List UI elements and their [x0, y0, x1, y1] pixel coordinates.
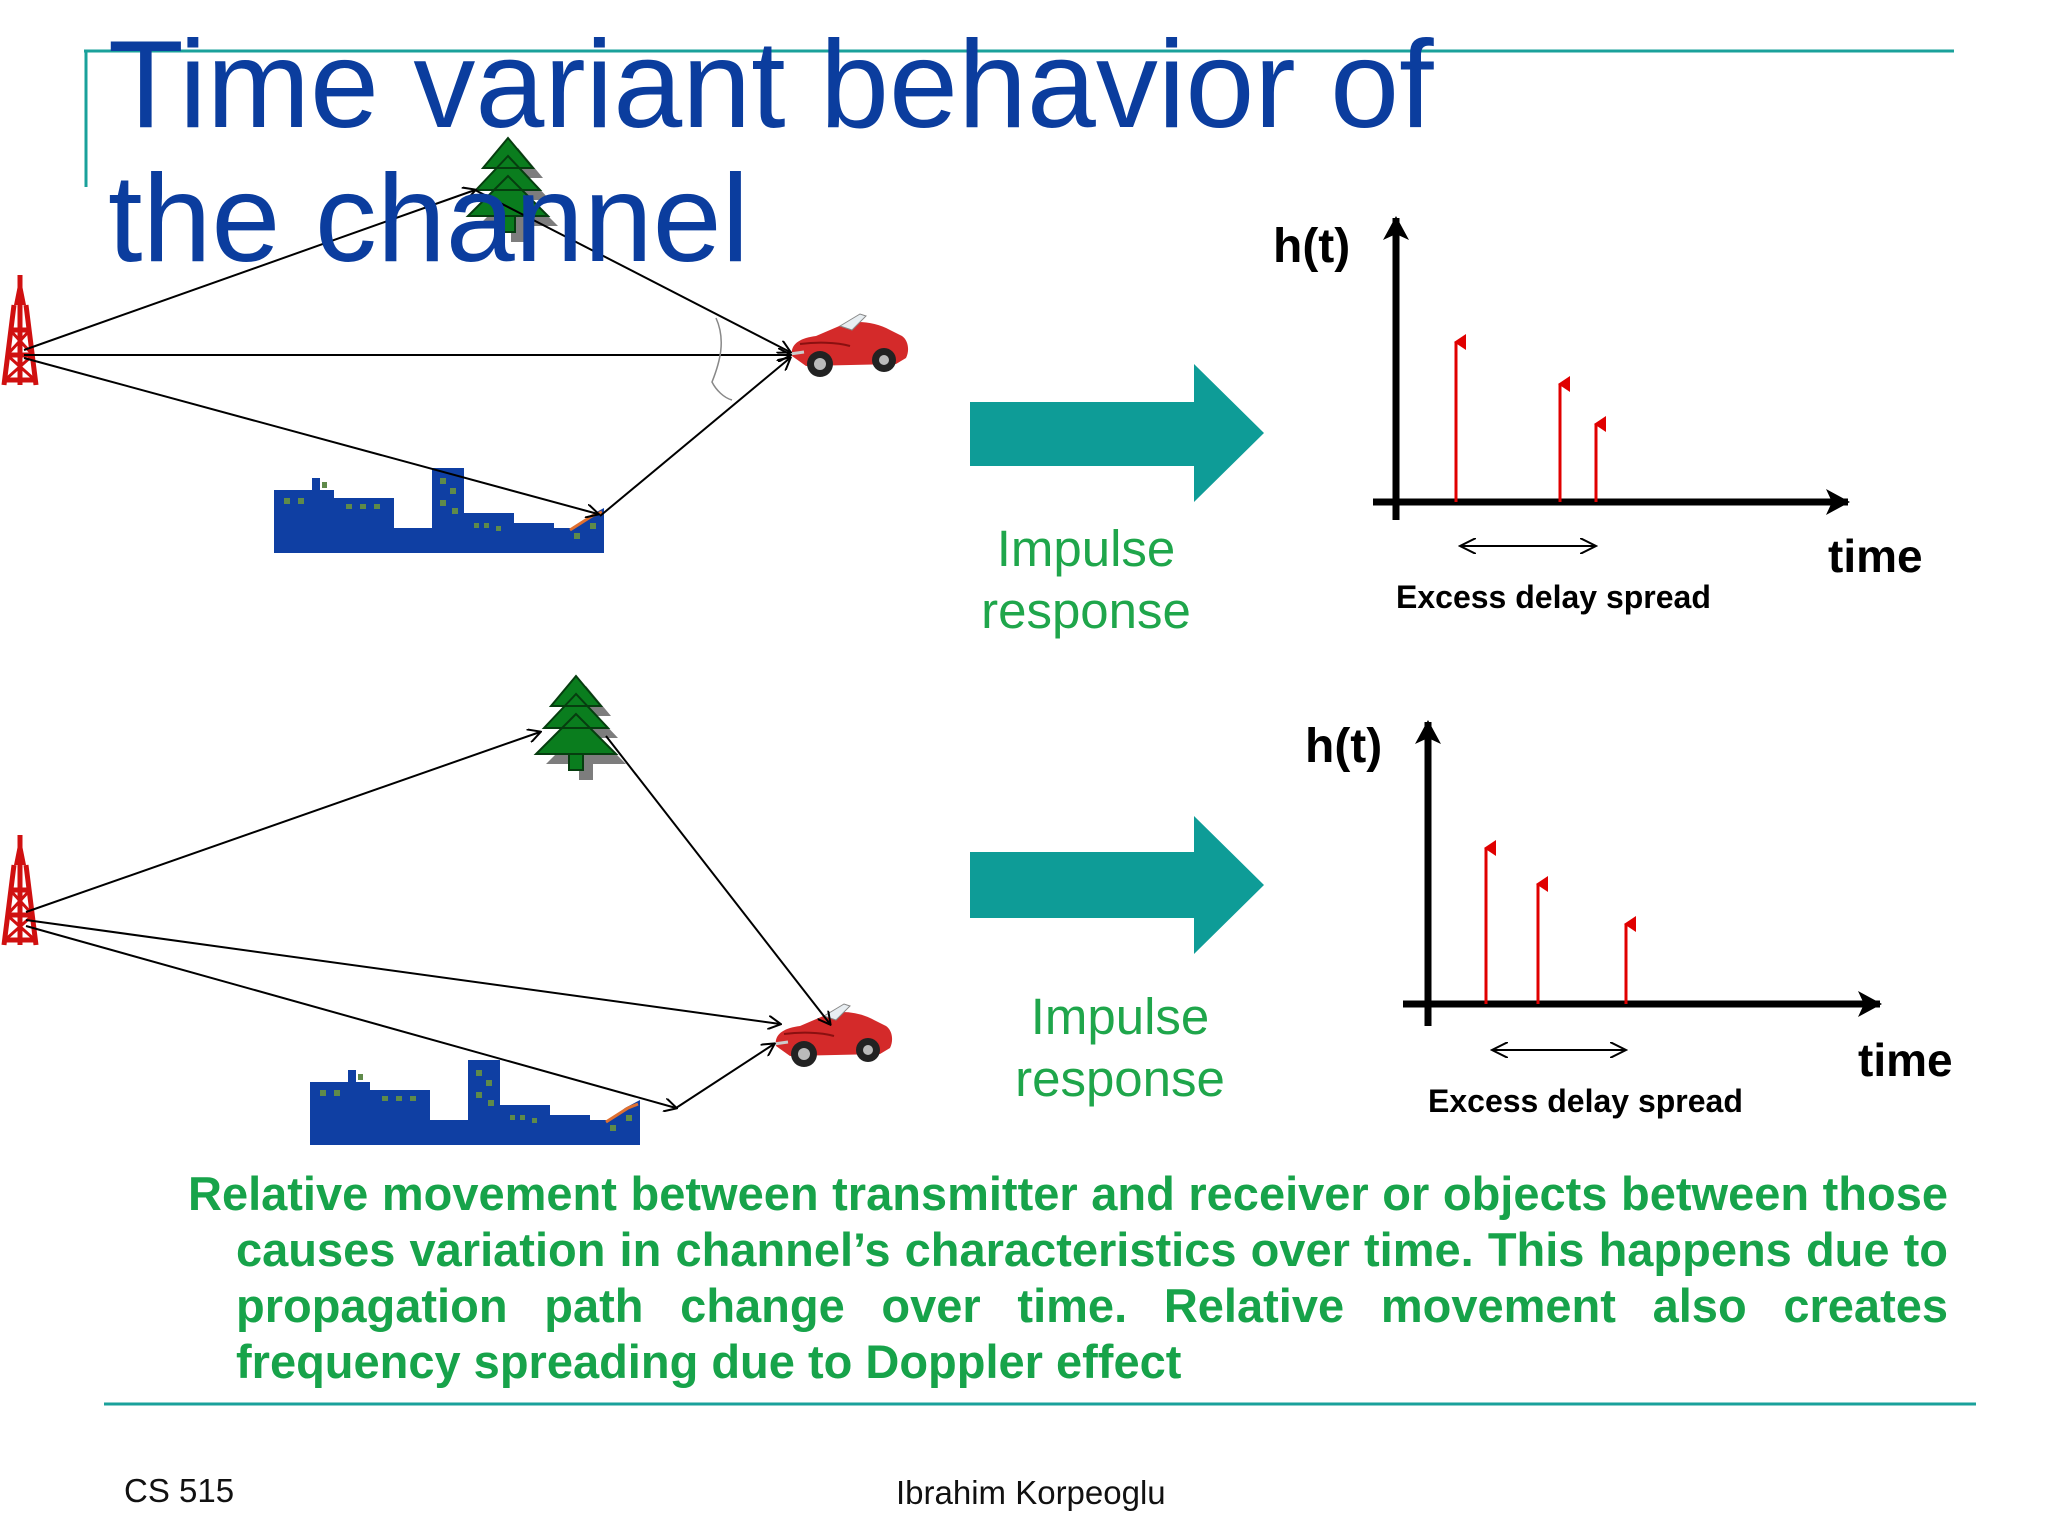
bottom-impulse-plot: h(t) time Excess delay spread [1305, 720, 1953, 1119]
slide-title: Time variant behavior of the channel [108, 16, 1434, 288]
delay-spread-label: Excess delay spread [1396, 579, 1711, 615]
impulse-label-line: response [1015, 1050, 1225, 1107]
plot-xlabel: time [1828, 530, 1923, 582]
plot-ylabel: h(t) [1273, 220, 1350, 273]
footer-course: CS 515 [124, 1472, 235, 1509]
impulse-label-line: response [981, 582, 1191, 639]
path-line [599, 358, 790, 517]
path-line [23, 357, 598, 514]
path-line [605, 735, 830, 1024]
path-line [25, 925, 676, 1108]
top-scenario-diagram [4, 137, 910, 555]
car-icon [772, 1002, 894, 1069]
path-line [25, 732, 540, 913]
top-impulse-plot: h(t) time Excess delay spread [1273, 216, 1923, 615]
arrow-right-icon [970, 364, 1264, 502]
tree-icon [535, 675, 627, 781]
impulse-label-line: Impulse [1030, 988, 1210, 1045]
building-skyline-icon [272, 466, 606, 555]
angle-arc [711, 317, 733, 401]
building-skyline-icon [308, 1058, 642, 1147]
transmitter-tower-icon [4, 835, 36, 945]
impulse-label-line: Impulse [996, 520, 1176, 577]
path-line [23, 190, 475, 351]
path-line [675, 1044, 774, 1109]
car-icon [788, 312, 910, 379]
path-line [25, 919, 780, 1024]
delay-spread-label: Excess delay spread [1428, 1083, 1743, 1119]
body-paragraph: Relative movement between transmitter an… [188, 1167, 1948, 1388]
path-line [474, 189, 790, 352]
transmitter-tower-icon [4, 275, 36, 385]
arrow-right-icon [970, 816, 1264, 954]
bottom-scenario-diagram [4, 675, 894, 1147]
footer-author: Ibrahim Korpeoglu [896, 1474, 1166, 1511]
plot-xlabel: time [1858, 1034, 1953, 1086]
impulse-response-label: Impulse response [926, 518, 1246, 642]
impulse-response-label: Impulse response [960, 986, 1280, 1110]
plot-ylabel: h(t) [1305, 720, 1382, 773]
